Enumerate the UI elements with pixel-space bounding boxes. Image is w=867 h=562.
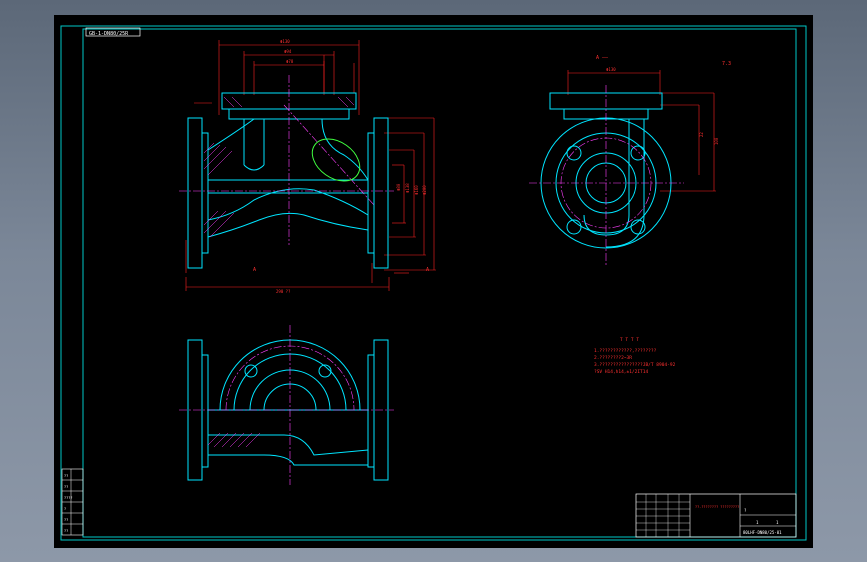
strip-cell-2: ?? [64,485,68,489]
notes-line-3: 3.????????????????JB/T 8904-92 [594,362,676,368]
scale: 1 [756,520,759,525]
front-hatching [203,96,355,238]
title-tag: GB-1-DN80/25R [89,31,129,37]
front-body-outline [187,92,389,269]
roughness-label: 7.3 [722,61,731,67]
strip-cell-4: ? [64,507,66,511]
drawing-svg: GB-1-DN80/25R Φ130 Φ94 Φ78 290 ?? [60,25,807,541]
top-view-centerlines [179,325,394,485]
cad-drawing-canvas: GB-1-DN80/25R Φ130 Φ94 Φ78 290 ?? [54,15,813,548]
title-block-grid [636,494,690,537]
inner-frame [82,28,797,538]
front-centerlines [179,75,394,245]
notes-heading: T T T T [620,337,639,343]
dim-top-inner: Φ94 [284,49,292,54]
dim-right-d2: Φ160 [414,185,419,195]
side-centerlines [529,85,684,265]
notes-line-2: 2.????????2~3R [594,355,632,361]
section-mark-a2: A [253,267,256,273]
top-view-hatching [207,432,261,448]
side-view: A —— 7.3 Φ130 100 22 [529,55,731,265]
strip-cell-1: ?? [64,474,68,478]
section-mark-a1: A [426,267,429,273]
title-tag-box [85,27,141,37]
side-dim-height-2: 22 [699,132,704,137]
sheet: 1 [776,520,779,525]
notes-line-4: ?SV H14,h14,±1/2IT14 [594,369,648,375]
dim-right-d1: Φ200 [422,185,427,195]
technical-notes: T T T T 1.????????????,???????? 2.??????… [594,337,676,375]
notes-line-1: 1.????????????,???????? [594,348,657,354]
dim-overall-length: 290 ?? [276,289,291,294]
view-label: A —— [596,55,609,61]
front-view: Φ130 Φ94 Φ78 290 ?? Φ200 Φ160 Φ138 Φ80 A… [179,39,436,294]
strip-cell-3: ???? [64,496,72,500]
side-dim-top: Φ130 [606,67,616,72]
dim-top-width: Φ130 [280,39,290,44]
strip-cell-5: ?? [64,518,68,522]
part-name: ??-???????? ????????? [695,505,739,509]
front-top-dimensions [185,40,390,291]
front-right-dimensions [371,117,436,283]
strip-cell-6: ?? [64,529,68,533]
drawing-number: 80LHF-DN80/25-01 [743,530,782,535]
title-block: ??-???????? ????????? ? 1 1 80LHF-DN80/2… [635,493,797,538]
side-dimensions [567,70,716,192]
outer-frame [60,25,807,541]
top-view [179,325,394,485]
dim-top-bore: Φ78 [286,59,294,64]
left-revision-strip: ?? ?? ???? ? ?? ?? [61,468,84,536]
material: ? [744,508,747,513]
dim-right-d3: Φ138 [405,183,410,193]
detail-highlight-ellipse [311,138,361,182]
dim-right-d4: Φ80 [396,183,401,191]
side-dim-height-1: 100 [714,137,719,145]
